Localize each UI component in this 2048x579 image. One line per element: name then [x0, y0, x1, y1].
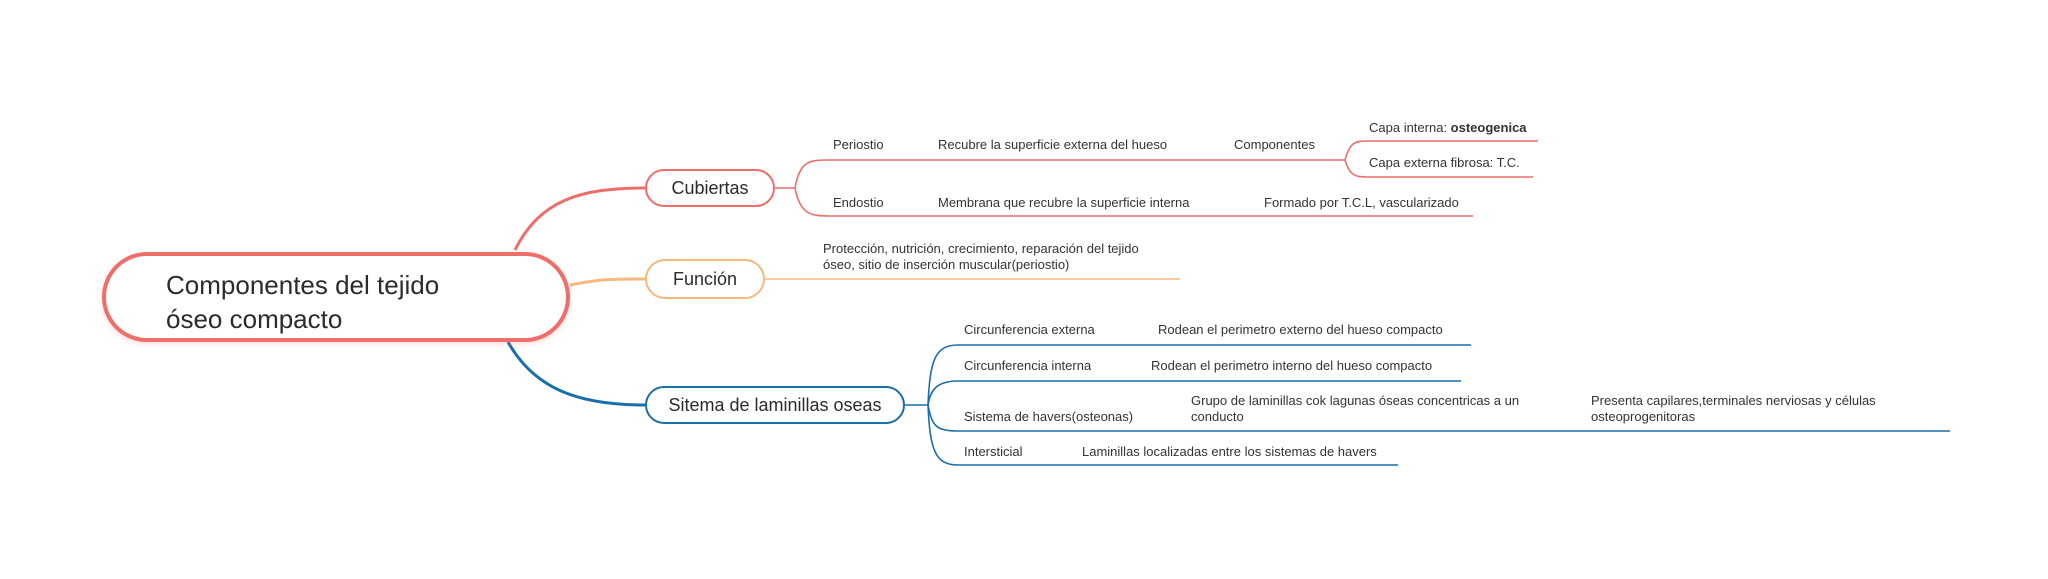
subtopic-endostio[interactable]: Endostio — [833, 195, 884, 210]
endostio-desc[interactable]: Membrana que recubre la superficie inter… — [938, 195, 1190, 210]
connector-laminillas-circ-interna — [927, 380, 1461, 406]
subtopic-intersticial[interactable]: Intersticial — [964, 444, 1023, 459]
connector-laminillas-havers — [927, 404, 1950, 432]
circ-externa-desc[interactable]: Rodean el perimetro externo del hueso co… — [1158, 322, 1443, 337]
subtopic-periostio[interactable]: Periostio — [833, 137, 884, 152]
havers-desc[interactable]: Grupo de laminillas cok lagunas óseas co… — [1191, 393, 1520, 424]
periostio-capa-externa[interactable]: Capa externa fibrosa: T.C. — [1369, 155, 1520, 170]
havers-detail[interactable]: Presenta capilares,terminales nerviosas … — [1591, 393, 1876, 424]
periostio-desc[interactable]: Recubre la superficie externa del hueso — [938, 137, 1168, 152]
intersticial-desc[interactable]: Laminillas localizadas entre los sistema… — [1082, 444, 1377, 459]
capa-interna-value: osteogenica — [1450, 120, 1527, 135]
connector-laminillas-circ-externa — [927, 344, 1471, 406]
topic-laminillas-label: Sitema de laminillas oseas — [668, 394, 882, 415]
connector-cubiertas-periostio — [794, 159, 1345, 189]
connector-root-funcion — [569, 277, 646, 287]
root-topic[interactable]: Componentes del tejido óseo compacto — [102, 252, 570, 342]
subtopic-havers[interactable]: Sistema de havers(osteonas) — [964, 409, 1134, 424]
subtopic-circ-interna[interactable]: Circunferencia interna — [964, 358, 1092, 373]
root-title: Componentes del tejido óseo compacto — [166, 270, 440, 334]
capa-interna-prefix: Capa interna: — [1369, 120, 1451, 135]
funcion-desc[interactable]: Protección, nutrición, crecimiento, repa… — [823, 241, 1139, 272]
subtopic-circ-externa[interactable]: Circunferencia externa — [964, 322, 1095, 337]
connector-componentes-capa-interna — [1344, 140, 1538, 161]
topic-funcion-label: Función — [672, 268, 738, 289]
topic-cubiertas[interactable]: Cubiertas — [645, 169, 775, 207]
topic-laminillas[interactable]: Sitema de laminillas oseas — [645, 386, 905, 424]
connector-root-cubiertas — [513, 186, 646, 251]
connector-root-laminillas — [506, 341, 646, 407]
topic-cubiertas-label: Cubiertas — [671, 177, 749, 198]
topic-funcion[interactable]: Función — [645, 259, 765, 299]
periostio-componentes[interactable]: Componentes — [1234, 137, 1315, 152]
periostio-capa-interna[interactable]: Capa interna: osteogenica — [1369, 120, 1527, 136]
connector-cubiertas-endostio — [794, 187, 1473, 217]
endostio-formado[interactable]: Formado por T.C.L, vascularizado — [1264, 195, 1459, 210]
circ-interna-desc[interactable]: Rodean el perimetro interno del hueso co… — [1151, 358, 1433, 373]
connector-componentes-capa-externa — [1344, 159, 1533, 178]
connector-laminillas-intersticial — [927, 404, 1398, 466]
